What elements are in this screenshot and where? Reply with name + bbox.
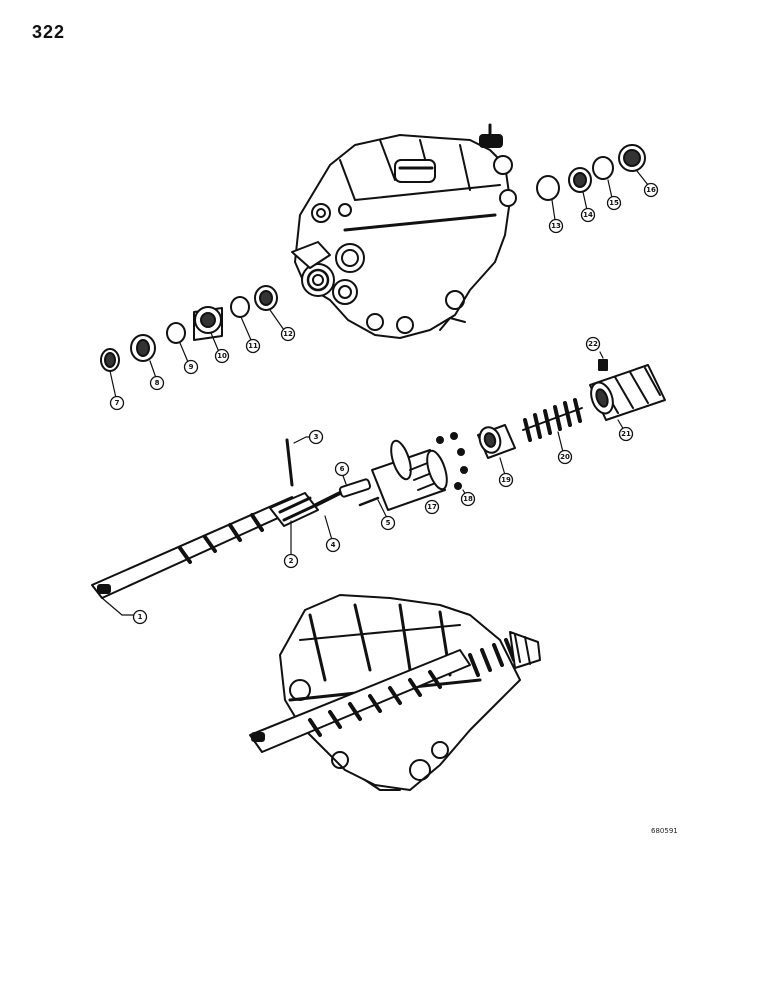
valve-housing-illustration [291,123,517,339]
callout-6: 6 [334,461,350,477]
callout-7: 7 [109,395,125,411]
callout-label: 3 [314,433,319,441]
callout-circle [580,207,596,223]
callout-label: 12 [283,330,293,338]
callout-circle [548,218,564,234]
callout-3: 3 [308,429,324,445]
seal-rings-upper-right [536,144,646,201]
callout-label: 4 [331,541,336,549]
callout-label: 20 [560,453,570,461]
callout-circle [585,336,601,352]
callout-label: 17 [427,503,437,511]
callout-5: 5 [380,515,396,531]
callout-circle [618,426,634,442]
callout-circle [325,537,341,553]
callout-circle [380,515,396,531]
callout-circle [183,359,199,375]
callout-label: 1 [138,613,143,621]
callout-20: 20 [557,449,573,465]
callout-circle [424,499,440,515]
callout-label: 10 [217,352,227,360]
callout-17: 17 [424,499,440,515]
callout-15: 15 [606,195,622,211]
callout-label: 6 [340,465,345,473]
callout-21: 21 [618,426,634,442]
callout-circle [132,609,148,625]
callout-label: 16 [646,186,656,194]
callout-14: 14 [580,207,596,223]
callout-circle [643,182,659,198]
seal-rings-left [100,285,278,372]
callout-circle [149,375,165,391]
callout-circle [334,461,350,477]
callout-circle [308,429,324,445]
callout-label: 13 [551,222,561,230]
callout-18: 18 [460,491,476,507]
callout-circle [280,326,296,342]
callout-12: 12 [280,326,296,342]
callout-label: 18 [463,495,473,503]
callout-11: 11 [245,338,261,354]
callout-9: 9 [183,359,199,375]
callout-13: 13 [548,218,564,234]
callout-label: 2 [289,557,294,565]
callout-label: 9 [189,363,194,371]
callout-circle [214,348,230,364]
callout-label: 8 [155,379,160,387]
callout-19: 19 [498,472,514,488]
callout-10: 10 [214,348,230,364]
callout-4: 4 [325,537,341,553]
callout-label: 22 [588,340,598,348]
callout-label: 21 [621,430,631,438]
callout-circle [109,395,125,411]
callout-label: 11 [248,342,258,350]
callout-circle [283,553,299,569]
callout-label: 5 [386,519,391,527]
callout-8: 8 [149,375,165,391]
callout-circle [557,449,573,465]
callout-label: 19 [501,476,511,484]
callout-2: 2 [283,553,299,569]
callout-label: 14 [583,211,593,219]
callout-circle [498,472,514,488]
callout-22: 22 [585,336,601,352]
spool-assembly [91,359,666,599]
callout-label: 15 [609,199,619,207]
figure-reference-code: 680591 [651,827,678,835]
callout-circle [606,195,622,211]
callout-16: 16 [643,182,659,198]
callout-1: 1 [132,609,148,625]
cutaway-assembly-illustration [249,594,541,791]
page-number: 322 [32,22,66,42]
callout-circle [245,338,261,354]
callout-label: 7 [115,399,120,407]
callout-circle [460,491,476,507]
